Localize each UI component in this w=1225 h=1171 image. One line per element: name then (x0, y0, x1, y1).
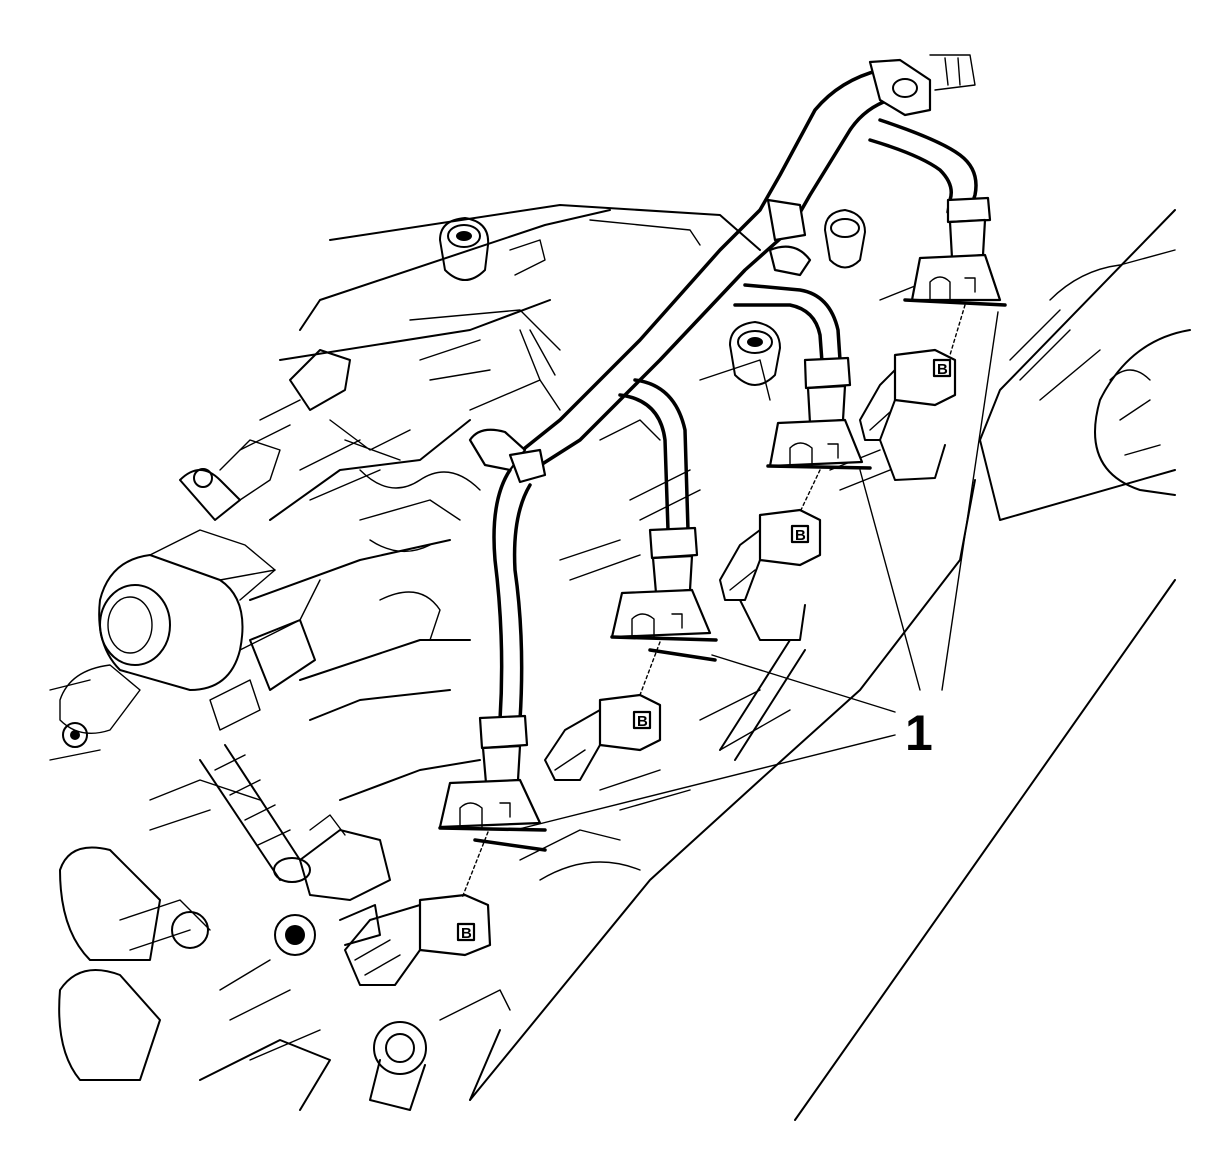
leader-line (514, 734, 896, 831)
harness-connector-1 (438, 714, 547, 852)
fuel-injector-3 (719, 508, 822, 641)
harness-connectors (438, 196, 1007, 899)
intake-manifold (249, 204, 976, 1101)
injector-marker-3: B (795, 527, 806, 544)
callout-1: 1 (514, 311, 999, 831)
leader-line (711, 654, 896, 713)
fuel-injectors (339, 209, 957, 986)
fuel-injector-2 (544, 693, 662, 781)
injector-marker-1: B (461, 925, 472, 942)
wiring-harness (468, 54, 978, 722)
harness-connector-4 (903, 196, 1007, 307)
injector-markers: B B B B (456, 358, 952, 942)
right-body-panel (794, 209, 1191, 1121)
injector-marker-4: B (937, 361, 948, 378)
left-engine-components (49, 217, 546, 1111)
injector-marker-2: B (637, 713, 648, 730)
leader-line (941, 311, 999, 691)
leader-line (859, 469, 921, 691)
harness-connector-2 (610, 526, 718, 662)
callout-label: 1 (905, 705, 933, 761)
harness-connector-3 (766, 356, 872, 470)
